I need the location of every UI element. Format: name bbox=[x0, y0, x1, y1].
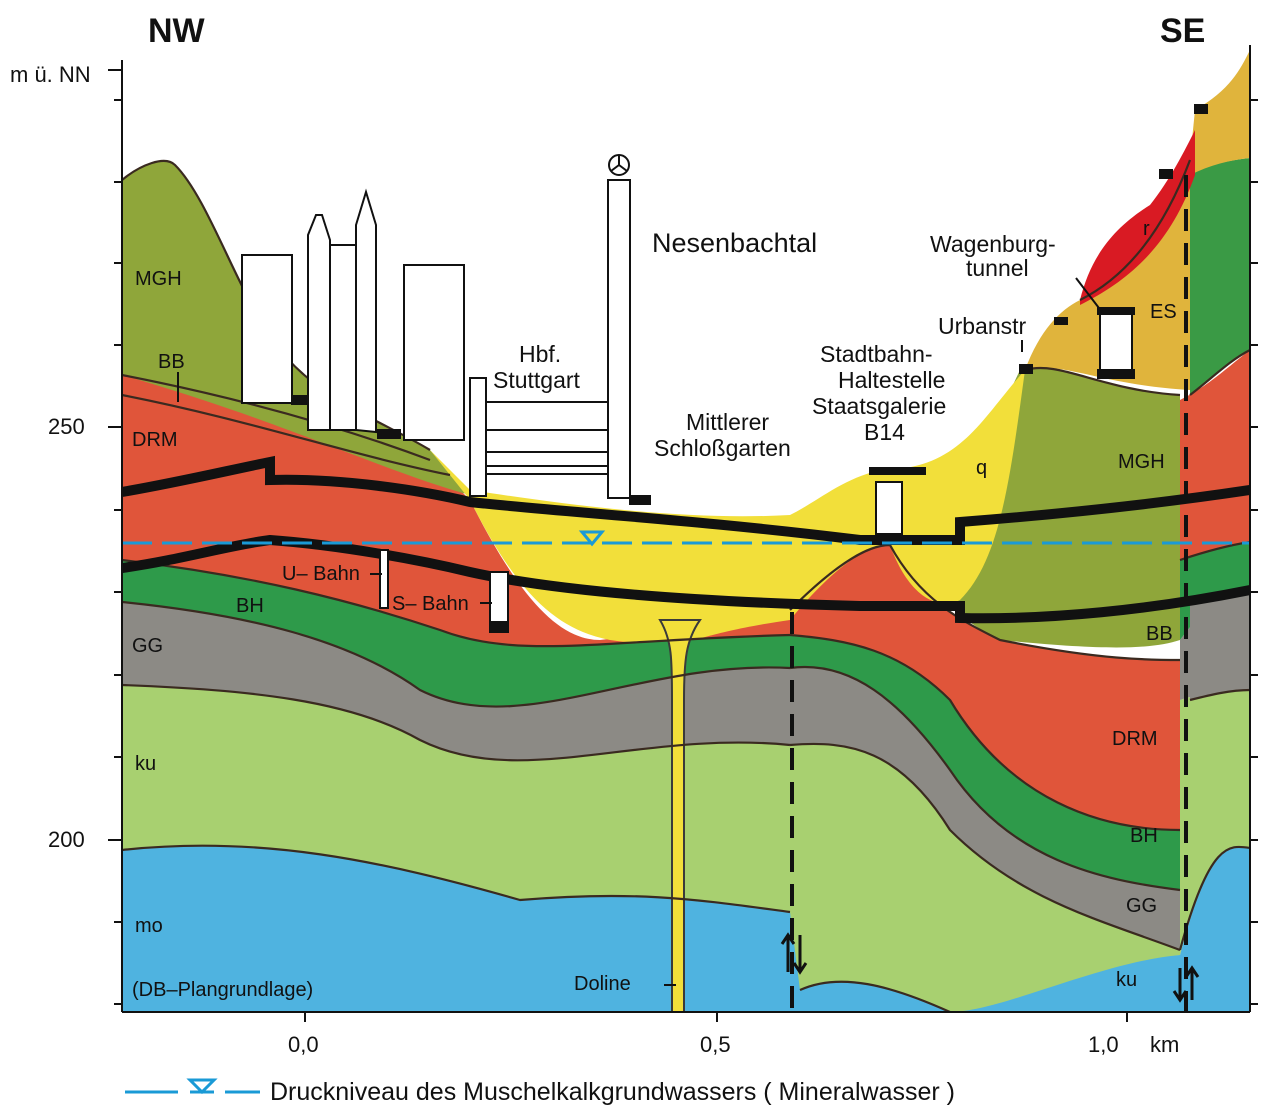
label-gg-left: GG bbox=[132, 635, 163, 657]
direction-se: SE bbox=[1160, 12, 1205, 50]
layer-mgh-right-edge bbox=[1190, 158, 1250, 395]
x-tick-1: 1,0 bbox=[1088, 1032, 1119, 1057]
label-nesenbachtal: Nesenbachtal bbox=[652, 228, 817, 258]
label-bb-right: BB bbox=[1146, 623, 1173, 645]
label-sbahn: S– Bahn bbox=[392, 593, 469, 615]
label-mo-left: mo bbox=[135, 915, 163, 937]
label-wagenburg-line2: tunnel bbox=[966, 255, 1029, 281]
fault-arrows-left-icon bbox=[780, 932, 808, 975]
layer-gg-right bbox=[1190, 588, 1250, 700]
layer-q bbox=[430, 370, 1025, 643]
label-bh-right: BH bbox=[1130, 825, 1158, 847]
axes bbox=[108, 45, 1258, 1022]
label-stadtbahn-line3: Staatsgalerie bbox=[812, 393, 946, 419]
legend: Druckniveau des Muschelkalkgrundwassers … bbox=[125, 1078, 955, 1106]
label-bb-left: BB bbox=[158, 351, 185, 373]
x-tick-05: 0,5 bbox=[700, 1032, 731, 1057]
buildings bbox=[241, 104, 1208, 633]
layer-mgh-left bbox=[122, 160, 470, 495]
label-hbf-line1: Hbf. bbox=[519, 341, 561, 367]
label-q: q bbox=[976, 457, 987, 479]
label-ku-right: ku bbox=[1116, 969, 1137, 991]
direction-nw: NW bbox=[148, 12, 206, 50]
label-bh-left: BH bbox=[236, 595, 264, 617]
label-stadtbahn-line2: Haltestelle bbox=[838, 367, 945, 393]
water-level-marker-icon bbox=[578, 530, 606, 547]
layer-r bbox=[1080, 130, 1195, 305]
y-tick-250: 250 bbox=[48, 414, 85, 439]
layer-ku bbox=[122, 685, 1250, 1012]
label-doline: Doline bbox=[574, 973, 631, 995]
label-gg-right: GG bbox=[1126, 895, 1157, 917]
label-wagenburg-line1: Wagenburg- bbox=[930, 231, 1056, 257]
x-axis-unit: km bbox=[1150, 1032, 1179, 1057]
pointer-lines bbox=[177, 277, 1103, 986]
label-db-plangrundlage: (DB–Plangrundlage) bbox=[132, 979, 313, 1001]
layer-bh bbox=[122, 542, 1250, 890]
label-mgh-right: MGH bbox=[1118, 451, 1165, 473]
label-drm-left: DRM bbox=[132, 429, 178, 451]
x-tick-0: 0,0 bbox=[288, 1032, 319, 1057]
label-mittlerer-line2: Schloßgarten bbox=[654, 435, 791, 461]
layer-gg bbox=[122, 588, 1250, 950]
label-ubahn: U– Bahn bbox=[282, 563, 360, 585]
fault-arrows-right-icon bbox=[1172, 965, 1200, 1003]
label-stadtbahn-line1: Stadtbahn- bbox=[820, 341, 933, 367]
legend-text: Druckniveau des Muschelkalkgrundwassers … bbox=[270, 1078, 955, 1106]
strata bbox=[122, 50, 1250, 1012]
label-drm-right: DRM bbox=[1112, 728, 1158, 750]
label-es: ES bbox=[1150, 301, 1177, 323]
label-hbf-line2: Stuttgart bbox=[493, 367, 581, 393]
layer-doline bbox=[658, 619, 702, 1012]
label-mittlerer-line1: Mittlerer bbox=[686, 409, 769, 435]
label-ku-left: ku bbox=[135, 753, 156, 775]
y-axis-unit: m ü. NN bbox=[10, 62, 91, 87]
tv-tower-icon bbox=[608, 154, 630, 176]
label-r: r bbox=[1143, 218, 1150, 240]
label-urbanstr: Urbanstr bbox=[938, 313, 1027, 339]
label-stadtbahn-line4: B14 bbox=[864, 419, 905, 445]
y-tick-200: 200 bbox=[48, 827, 85, 852]
faults bbox=[790, 175, 1188, 1012]
legend-water-marker-icon bbox=[186, 1078, 218, 1095]
label-mgh-left: MGH bbox=[135, 268, 182, 290]
